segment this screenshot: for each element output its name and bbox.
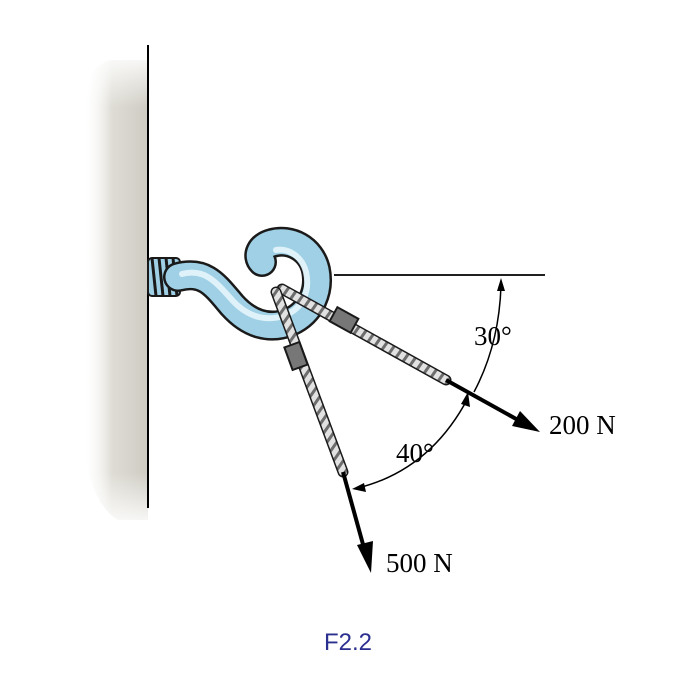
ferrule-down xyxy=(283,340,309,372)
force-arrow-icon-200 xyxy=(445,378,540,432)
angle-label-40: 40° xyxy=(396,438,434,468)
force-label-500: 500 N xyxy=(386,548,453,578)
force-label-200: 200 N xyxy=(549,410,616,440)
angle-label-30: 30° xyxy=(474,321,512,351)
force-arrow-icon-500 xyxy=(341,471,373,573)
hook-icon xyxy=(147,226,332,341)
angle-arc-icon-30 xyxy=(473,278,505,393)
ferrule-right xyxy=(328,305,360,335)
cable-icon-right xyxy=(276,283,452,386)
cable-icon-down xyxy=(270,286,349,478)
wall-icon xyxy=(80,45,150,530)
figure-caption: F2.2 xyxy=(324,629,372,656)
angle-arc-icon-40 xyxy=(352,392,470,492)
